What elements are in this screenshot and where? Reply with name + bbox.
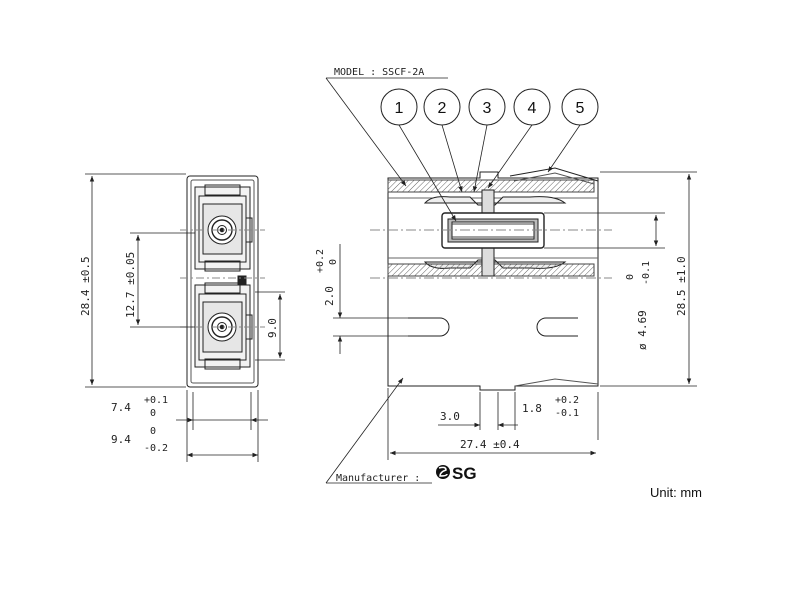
front-view-housing (186, 175, 259, 388)
side-view (370, 167, 612, 391)
length-dim: 27.4 ±0.4 (460, 438, 520, 451)
side-view-dimensions (325, 171, 697, 484)
slot-dim-tol-lower: 0 (328, 259, 339, 265)
manufacturer-logo: SG (452, 464, 477, 483)
upper-port (194, 184, 253, 272)
callout-2-label: 2 (438, 100, 447, 117)
front-view-dimensions (85, 173, 285, 462)
callout-2: 2 (423, 88, 461, 126)
slot-dim-value: 2.0 (323, 286, 336, 306)
callout-5: 5 (561, 88, 599, 126)
sleeve-dia-value: ø 4.69 (636, 310, 649, 350)
front-width-outer-tol-lower: -0.2 (144, 443, 168, 454)
front-width-outer-value: 9.4 (111, 433, 131, 446)
manufacturer-logo-mark (436, 465, 450, 479)
callout-5-label: 5 (576, 100, 585, 117)
callout-3-label: 3 (483, 100, 492, 117)
callout-1-label: 1 (395, 100, 404, 117)
side-view-body (387, 171, 599, 391)
sleeve-dia-tol-lower: -0.1 (641, 261, 652, 285)
front-width-inner-tol-upper: +0.1 (144, 395, 168, 406)
sleeve-dia-tol-upper: 0 (625, 274, 636, 280)
latch-dim-value: 1.8 (522, 402, 542, 415)
front-pitch-dim: 12.7 ±0.05 (124, 252, 137, 318)
slot-dim-tol-upper: +0.2 (315, 249, 326, 273)
callout-4: 4 (513, 88, 551, 126)
callout-3: 3 (468, 88, 506, 126)
model-label: MODEL : SSCF-2A (334, 67, 424, 78)
unit-note: Unit: mm (650, 485, 702, 500)
front-height-dim: 28.4 ±0.5 (79, 256, 92, 316)
latch-dim-tol-upper: +0.2 (555, 395, 579, 406)
front-width-outer-tol-upper: 0 (150, 426, 156, 437)
side-height-dim: 28.5 ±1.0 (675, 256, 688, 316)
front-width-inner-tol-lower: 0 (150, 408, 156, 419)
front-width-inner-value: 7.4 (111, 401, 131, 414)
front-view (180, 175, 265, 388)
slot-width-dim: 3.0 (440, 410, 460, 423)
latch-dim-tol-lower: -0.1 (555, 408, 579, 419)
front-port-dim: 9.0 (266, 318, 279, 338)
manufacturer-label: Manufacturer : (336, 473, 420, 484)
lower-port (194, 275, 253, 370)
callout-1: 1 (380, 88, 418, 126)
callout-leaders (325, 77, 581, 222)
callout-4-label: 4 (528, 100, 537, 117)
